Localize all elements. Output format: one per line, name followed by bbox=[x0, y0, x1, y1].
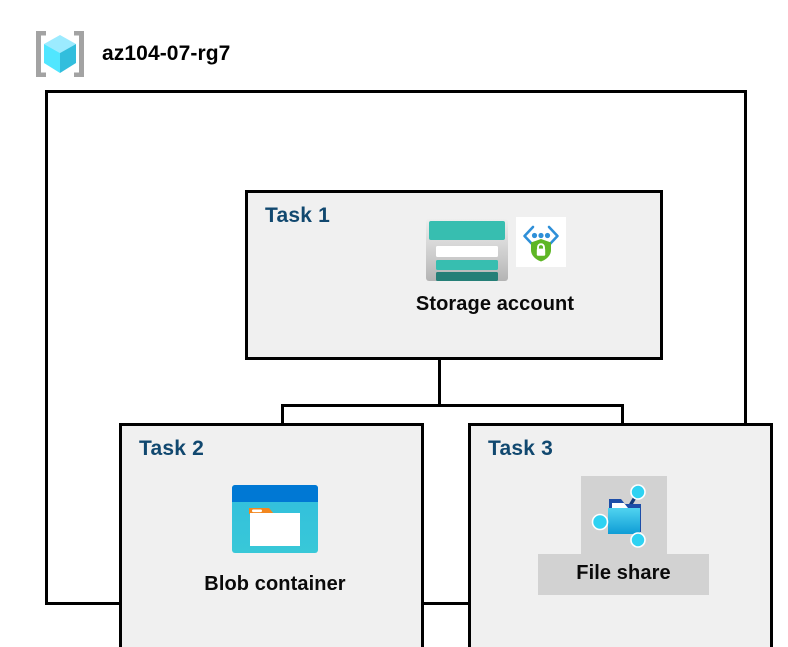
private-endpoint-icon bbox=[516, 217, 566, 267]
file-share-icon-row bbox=[580, 476, 667, 554]
azure-resource-group-icon bbox=[36, 31, 84, 77]
task-3-label: Task 3 bbox=[488, 437, 554, 460]
blob-container-icon-row bbox=[231, 484, 319, 559]
task-box-2[interactable]: Task 2 bbox=[119, 423, 424, 647]
blob-container-caption: Blob container bbox=[204, 573, 346, 595]
node-blob-container[interactable]: Blob container bbox=[170, 484, 380, 596]
resource-group-name: az104-07-rg7 bbox=[102, 42, 231, 65]
node-file-share[interactable]: File share bbox=[531, 476, 716, 595]
task-2-label: Task 2 bbox=[139, 437, 205, 460]
node-storage-account[interactable]: Storage account bbox=[400, 217, 590, 316]
connector-storage-trunk bbox=[438, 360, 441, 406]
task-box-3[interactable]: Task 3 bbox=[468, 423, 773, 647]
resource-group-container: Task 1 bbox=[45, 90, 773, 647]
storage-account-icon-row bbox=[424, 217, 566, 283]
task-1-label: Task 1 bbox=[265, 204, 331, 227]
storage-account-caption: Storage account bbox=[415, 293, 575, 315]
file-share-caption: File share bbox=[538, 554, 709, 595]
connector-horizontal-bus bbox=[281, 404, 624, 407]
storage-account-icon bbox=[426, 219, 508, 281]
file-share-icon bbox=[591, 484, 646, 548]
blob-container-icon bbox=[232, 485, 318, 553]
task-box-1[interactable]: Task 1 bbox=[245, 190, 663, 360]
resource-group-header: az104-07-rg7 bbox=[32, 28, 230, 80]
